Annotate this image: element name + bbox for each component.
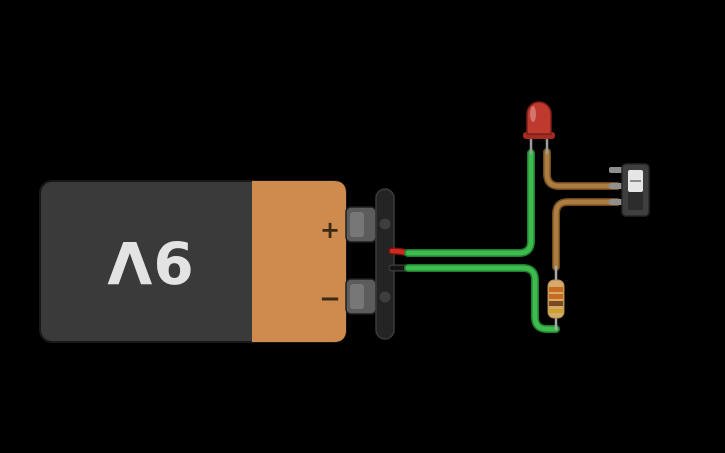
resistor-band-1	[549, 287, 563, 292]
snap-button-negative	[379, 291, 391, 303]
wire-switch-to-resistor-brown[interactable]	[552, 198, 621, 271]
terminal-positive-shine	[350, 212, 364, 237]
switch-pin-3	[609, 199, 623, 205]
wire-positive-green[interactable]	[404, 149, 535, 257]
led-dome	[526, 101, 552, 135]
wire-led-to-switch-brown[interactable]	[543, 148, 621, 190]
resistor-band-4	[549, 309, 563, 313]
battery-plus-symbol: +	[320, 216, 340, 244]
battery-minus-symbol: −	[319, 284, 341, 314]
wire-positive-green-core	[405, 150, 534, 256]
wire-negative-green-core	[405, 265, 559, 332]
resistor-band-3	[549, 301, 563, 306]
switch-pin-1	[609, 167, 623, 173]
slide-switch[interactable]	[609, 163, 650, 217]
terminal-negative-shine	[350, 284, 364, 309]
wire-switch-to-resistor-core	[553, 199, 620, 270]
battery-wrap	[252, 181, 346, 342]
resistor-band-2	[549, 294, 563, 299]
battery-terminal-negative	[345, 278, 377, 315]
red-led[interactable]	[523, 101, 555, 155]
battery-label: 9V	[106, 228, 193, 296]
wire-negative-green[interactable]	[404, 264, 560, 333]
battery-terminal-positive	[345, 206, 377, 243]
switch-pin-2	[609, 183, 623, 189]
snap-button-positive	[379, 218, 391, 230]
wire-led-to-switch-core	[544, 149, 620, 189]
battery-9v[interactable]: 9V + −	[39, 180, 377, 343]
led-highlight	[530, 106, 536, 122]
resistor[interactable]	[547, 265, 565, 331]
snap-body	[375, 188, 395, 340]
